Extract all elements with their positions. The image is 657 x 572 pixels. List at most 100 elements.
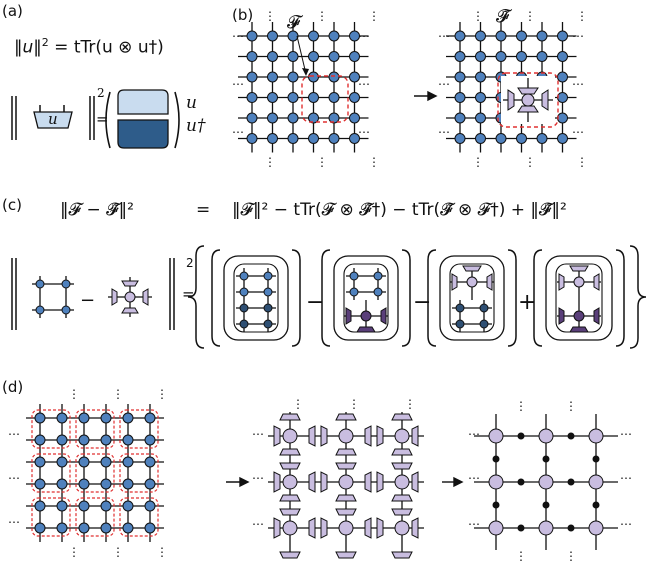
tensor-node (349, 112, 360, 124)
tensor-node (34, 456, 46, 468)
tensor-node (34, 434, 46, 446)
bond-dot (492, 455, 500, 463)
tensor-node (144, 412, 156, 424)
bracket-left (321, 249, 331, 347)
tensor-node (373, 287, 383, 297)
lattice-d-mid: ⋯⋯⋯⋮⋮⋮ (252, 397, 424, 559)
tensor-node (536, 133, 548, 144)
ellipsis-mark: ⋯ (252, 427, 264, 441)
tensor-node (308, 133, 319, 144)
contraction-loop (333, 255, 399, 341)
half-tensor (142, 288, 149, 306)
tensor-node (495, 133, 507, 144)
tensor-node (516, 51, 527, 62)
ellipsis-mark: ⋯ (468, 471, 480, 485)
coarse-node (538, 428, 554, 444)
tensor-node (78, 522, 90, 534)
tensor-node (349, 271, 359, 281)
half-tensor (356, 326, 376, 333)
lattice-d-right: ⋯⋯⋯⋯⋯⋯⋮⋮⋮⋮ (468, 399, 632, 563)
tensor-node (246, 112, 258, 124)
ellipsis-mark: ⋯ (438, 77, 450, 91)
coarse-node (394, 474, 410, 490)
panel-label-b: (b) (232, 6, 254, 24)
half-tensor (391, 413, 413, 421)
bond-dot (592, 455, 600, 463)
tensor-node (536, 51, 548, 62)
dashed-block (75, 453, 115, 493)
tensor-node (144, 478, 156, 490)
tensor-node (122, 478, 134, 490)
coarse-node (488, 428, 504, 444)
tensor-node (100, 434, 112, 446)
norm-a-sup: 2 (97, 86, 105, 100)
tensor-node (557, 30, 568, 42)
tensor-node (308, 30, 319, 42)
half-tensor (558, 307, 565, 325)
equation-c-lhs: ‖𝓕 − 𝓕̃‖² (60, 200, 134, 220)
half-tensor (364, 517, 372, 539)
ellipsis-mark: ⋮ (112, 545, 124, 559)
right-brace (629, 245, 647, 349)
arrow-d-2 (442, 476, 464, 488)
half-tensor (279, 494, 301, 502)
half-tensor (111, 288, 118, 306)
half-tensor (486, 273, 493, 291)
tensor-node (475, 30, 486, 42)
bond-dot (567, 432, 575, 440)
ellipsis-mark: ⋯ (438, 29, 450, 43)
tensor-node (144, 500, 156, 512)
half-tensor (569, 265, 589, 272)
tensor-node (287, 30, 299, 42)
ellipsis-mark: ⋮ (472, 155, 484, 169)
norm-c-equals: = (182, 285, 195, 303)
u-label: u (186, 93, 197, 113)
half-tensor (345, 307, 352, 325)
pointer-F-head (302, 68, 309, 76)
tensor-node (34, 412, 46, 424)
ellipsis-mark: ⋮ (404, 397, 416, 411)
tensor-uudag-shape (105, 89, 180, 149)
bond-dot (517, 478, 525, 486)
lattice-d-left: ⋯⋯⋯⋮⋮⋮⋮⋮⋮ (8, 387, 168, 559)
tensor-node (246, 133, 258, 144)
half-tensor (308, 517, 316, 539)
coarse-node (338, 428, 354, 444)
arrow-d-1 (226, 476, 250, 488)
half-tensor (391, 462, 413, 470)
coarse-node (282, 474, 298, 490)
ellipsis-mark: ⋮ (576, 9, 588, 23)
tensor-node (56, 456, 68, 468)
ellipsis-mark: ⋮ (524, 9, 536, 23)
tensor-node (144, 456, 156, 468)
half-tensor-bottom (517, 105, 539, 113)
center-node (573, 310, 585, 322)
bond-dot (592, 501, 600, 509)
tensor-node (144, 522, 156, 534)
half-tensor (308, 471, 316, 493)
equation-a: ‖u‖2 = tTr(u ⊗ u†) (14, 36, 164, 58)
tensor-node (78, 456, 90, 468)
ellipsis-mark: ⋯ (468, 517, 480, 531)
tensor-node (349, 133, 360, 144)
center-node (124, 291, 136, 303)
tensor-node (35, 305, 45, 315)
bond-dot (492, 501, 500, 509)
coarse-node (588, 474, 604, 490)
half-tensor-right (541, 89, 549, 111)
tensor-node (239, 319, 249, 329)
half-tensor (364, 471, 372, 493)
ellipsis-mark: ⋯ (358, 77, 370, 91)
tensor-node (328, 92, 340, 103)
tensor-node (56, 412, 68, 424)
tensor-node (239, 271, 249, 281)
tensor-node (122, 500, 134, 512)
tensor-node (328, 112, 340, 124)
tensor-node (557, 51, 568, 62)
ellipsis-mark: ⋯ (252, 471, 264, 485)
center-node (466, 276, 478, 288)
coarse-node (538, 520, 554, 536)
ellipsis-mark: ⋯ (358, 125, 370, 139)
tensor-node (516, 30, 527, 42)
tensor-node (328, 51, 340, 62)
